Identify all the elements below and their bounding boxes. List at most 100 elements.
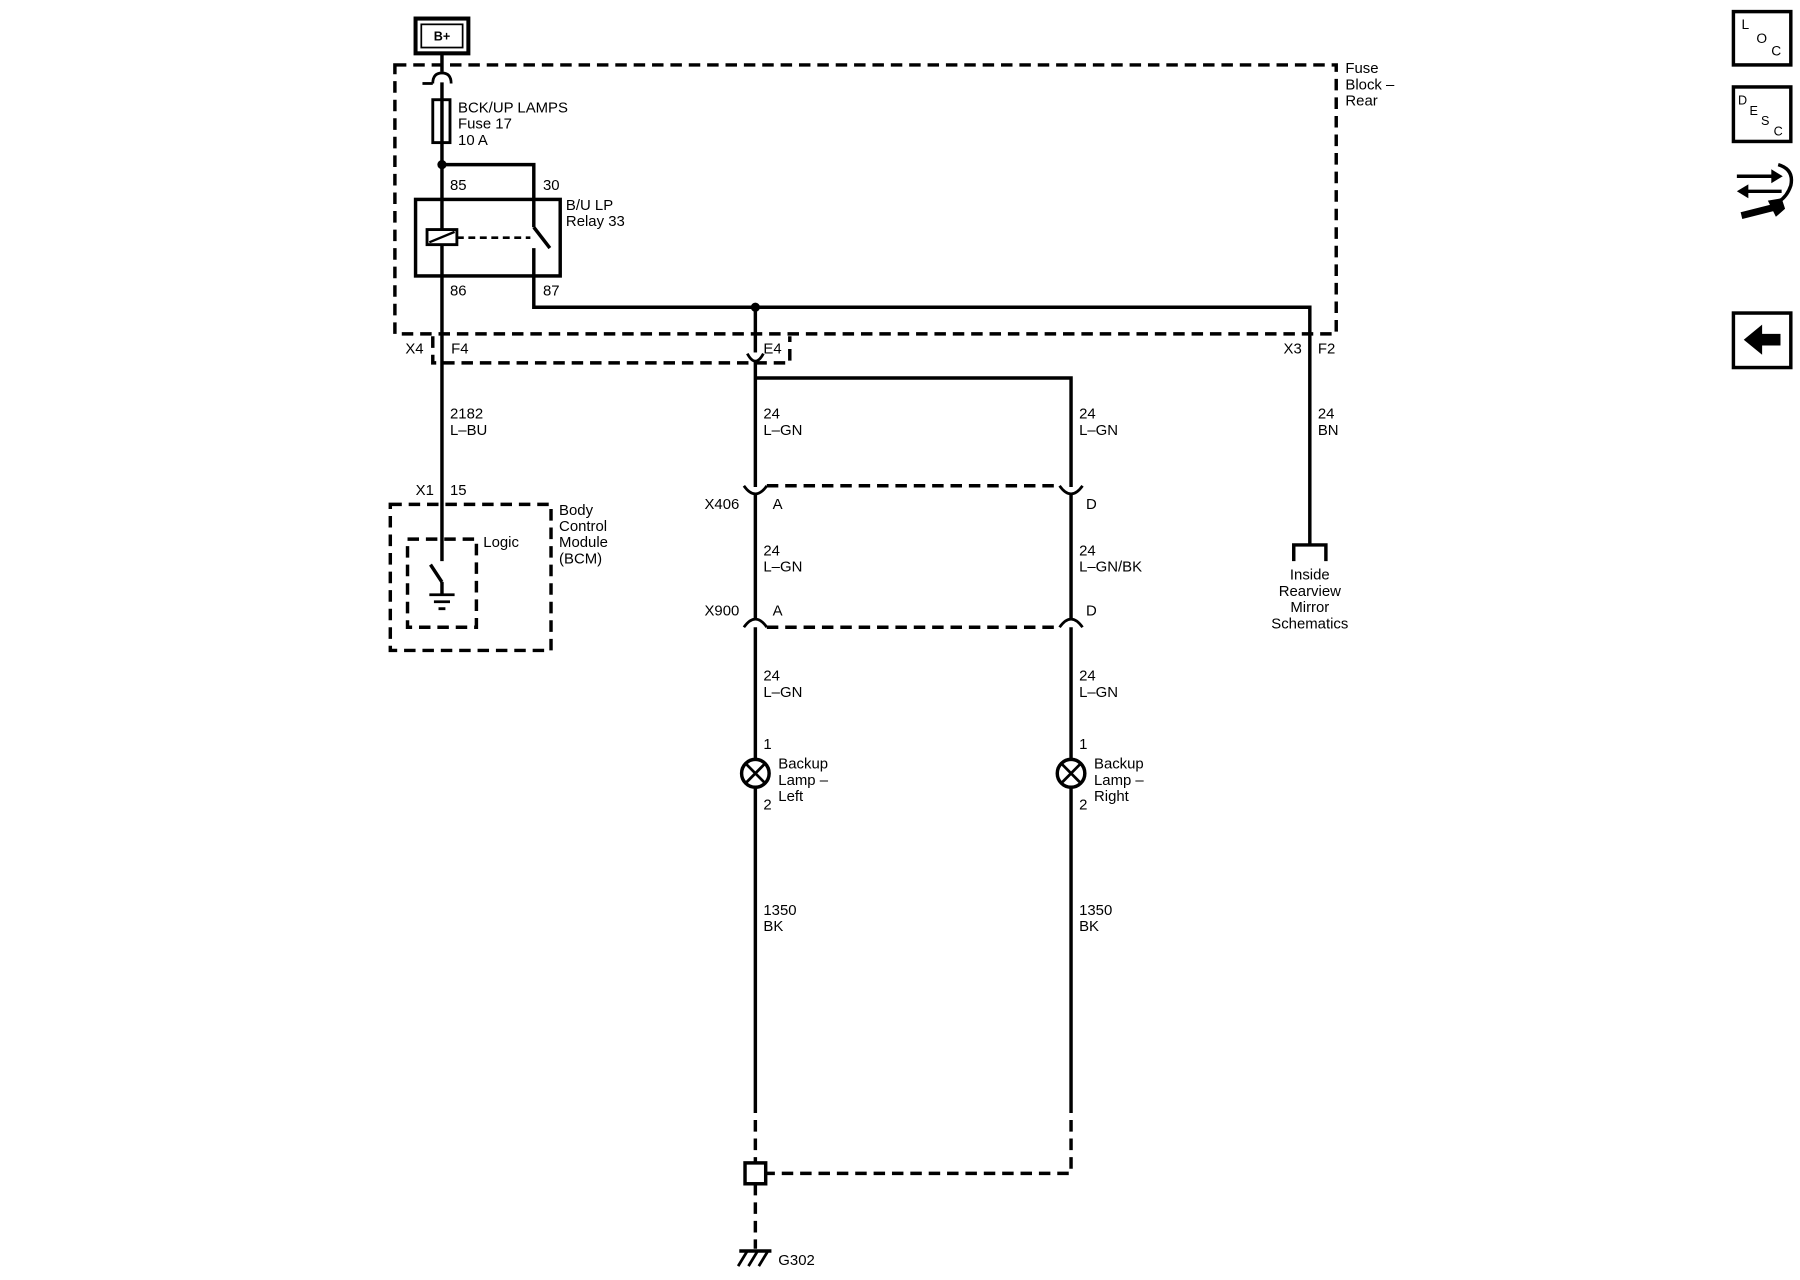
fuse-name: Fuse 17 bbox=[458, 116, 512, 133]
connector-x4: X4 F4 E4 bbox=[405, 336, 792, 365]
lamp-right-name-line-2: Lamp – bbox=[1094, 772, 1144, 789]
wire-right-lamp-feed-color: L–GN bbox=[1079, 684, 1118, 701]
bcm-low-side-switch bbox=[429, 563, 444, 583]
bcm-name-line-4: (BCM) bbox=[559, 550, 602, 567]
lamp-left-name-line-3: Left bbox=[778, 788, 804, 805]
wire-left-lamp-feed-circuit: 24 bbox=[763, 668, 780, 685]
lamp-left-name-line-1: Backup bbox=[778, 756, 828, 773]
wire-left-lamp-feed-color: L–GN bbox=[763, 684, 802, 701]
x406-label: X406 bbox=[704, 496, 739, 513]
body-control-module: X1 15 Logic Body Control Module (BCM) bbox=[388, 482, 608, 653]
connector-x3: X3 F2 bbox=[1284, 341, 1336, 358]
x900-terminal-a bbox=[742, 617, 768, 629]
connector-x3-label: X3 bbox=[1284, 341, 1302, 358]
wire-left-ground-color: BK bbox=[763, 918, 783, 935]
lamp-right-pin-1: 1 bbox=[1079, 736, 1087, 753]
relay-coil-winding bbox=[428, 230, 456, 244]
wire-mirror-feed-circuit: 24 bbox=[1318, 405, 1335, 422]
inside-rearview-mirror-schematics-link[interactable]: Inside Rearview Mirror Schematics bbox=[1271, 543, 1348, 632]
wire-right-ground-dashed bbox=[765, 1101, 1073, 1176]
relay-name-line-1: B/U LP bbox=[566, 197, 613, 214]
terminal-inner-frame bbox=[420, 23, 464, 49]
wire-bcm-control-circuit: 2182 bbox=[450, 405, 483, 422]
relay-switch-contact bbox=[532, 226, 552, 250]
location-button-frame bbox=[1731, 9, 1793, 67]
description-letter-d: D bbox=[1738, 93, 1747, 107]
wire-left-mid-color: L–GN bbox=[763, 559, 802, 576]
lamp-left-filament bbox=[745, 763, 766, 784]
x406-terminal-d bbox=[1058, 484, 1084, 496]
inline-connector-x900: X900 A D bbox=[704, 603, 1097, 629]
location-button[interactable]: L O C bbox=[1731, 9, 1793, 67]
description-letter-c: C bbox=[1774, 125, 1783, 139]
x900-pin-d: D bbox=[1086, 603, 1097, 620]
lamp-left-pin-1: 1 bbox=[763, 736, 771, 753]
backup-lamp-right: 1 2 Backup Lamp – Right bbox=[1055, 736, 1144, 813]
mirror-ref-line-2: Rearview bbox=[1279, 583, 1341, 600]
lamp-right-name-line-1: Backup bbox=[1094, 756, 1144, 773]
description-button-frame bbox=[1731, 85, 1793, 144]
connector-repair-icon bbox=[1736, 162, 1794, 220]
wire-labels: 2182 L–BU 24 L–GN 24 L–GN 24 BN 24 L–GN … bbox=[450, 405, 1339, 935]
relay-pin-87: 87 bbox=[543, 283, 560, 300]
wire-left-feed-color: L–GN bbox=[763, 422, 802, 439]
description-button[interactable]: D E S C bbox=[1731, 85, 1793, 144]
ground-g302: G302 bbox=[736, 1161, 815, 1269]
connector-x3-pin-f2: F2 bbox=[1318, 341, 1335, 358]
wire-right-feed-color: L–GN bbox=[1079, 422, 1118, 439]
relay-name-line-2: Relay 33 bbox=[566, 213, 625, 230]
description-letter-s: S bbox=[1761, 114, 1769, 128]
description-letter-e: E bbox=[1749, 104, 1757, 118]
lamp-right-filament bbox=[1060, 763, 1082, 784]
wire-right-lamp-feed-circuit: 24 bbox=[1079, 668, 1096, 685]
relay-box bbox=[413, 197, 562, 278]
chassis-ground-icon bbox=[736, 1250, 770, 1267]
bcm-ground-icon bbox=[429, 593, 455, 611]
bcm-name-line-1: Body bbox=[559, 502, 593, 519]
connector-x4-pin-e4: E4 bbox=[763, 341, 781, 358]
backup-lamp-relay-33: 85 30 86 87 B/U LP Relay 33 bbox=[413, 177, 625, 300]
wire-right-feed bbox=[755, 376, 1073, 487]
wire-right-mid-color: L–GN/BK bbox=[1079, 559, 1142, 576]
wire-right-ground-color: BK bbox=[1079, 918, 1099, 935]
mirror-ref-line-1: Inside bbox=[1290, 567, 1330, 584]
x406-pin-a: A bbox=[773, 496, 783, 513]
backup-lamp-left: 1 2 Backup Lamp – Left bbox=[739, 736, 829, 813]
fuse-block-rear: Fuse Block – Rear BCK/UP LAMPS Fuse 17 1… bbox=[393, 60, 1395, 336]
lamp-left-pin-2: 2 bbox=[763, 796, 771, 813]
relay-pin-85: 85 bbox=[450, 177, 467, 194]
inline-connector-x406: X406 A D bbox=[704, 484, 1097, 513]
connector-repair-button[interactable] bbox=[1731, 158, 1795, 223]
location-letter-c: C bbox=[1771, 43, 1781, 59]
ground-label: G302 bbox=[778, 1252, 814, 1269]
relay-pin-86: 86 bbox=[450, 283, 467, 300]
bcm-logic-label: Logic bbox=[483, 534, 519, 551]
connector-x4-e4-terminal bbox=[746, 352, 765, 363]
location-letter-l: L bbox=[1741, 16, 1749, 32]
fuse-17: BCK/UP LAMPS Fuse 17 10 A bbox=[431, 98, 568, 149]
connector-x4-pin-f4: F4 bbox=[451, 341, 468, 358]
wire-relay-pin-30-feed bbox=[441, 162, 536, 228]
wire-right-feed-circuit: 24 bbox=[1079, 405, 1096, 422]
relay-pin-30: 30 bbox=[543, 177, 560, 194]
x406-terminal-a bbox=[742, 484, 768, 496]
fuse-circuit-name: BCK/UP LAMPS bbox=[458, 99, 568, 116]
fuse-rating: 10 A bbox=[458, 132, 488, 149]
wrench-handle bbox=[1740, 204, 1775, 220]
bcm-pin-label: 15 bbox=[450, 482, 467, 499]
x900-label: X900 bbox=[704, 603, 739, 620]
wrench-jaw bbox=[1767, 198, 1786, 217]
lamp-right-name-line-3: Right bbox=[1094, 788, 1130, 805]
bcm-logic-outline bbox=[405, 537, 479, 629]
fuse-block-title-line-3: Rear bbox=[1345, 92, 1377, 109]
connector-x4-label: X4 bbox=[405, 341, 423, 358]
ground-splice bbox=[743, 1161, 768, 1186]
arrow-right-head bbox=[1771, 169, 1783, 184]
fuse-block-outline bbox=[393, 63, 1338, 336]
splice-fuse-output bbox=[437, 160, 447, 170]
wire-right-ground-circuit: 1350 bbox=[1079, 902, 1112, 919]
back-button[interactable] bbox=[1731, 311, 1793, 370]
bcm-outline bbox=[388, 502, 553, 653]
